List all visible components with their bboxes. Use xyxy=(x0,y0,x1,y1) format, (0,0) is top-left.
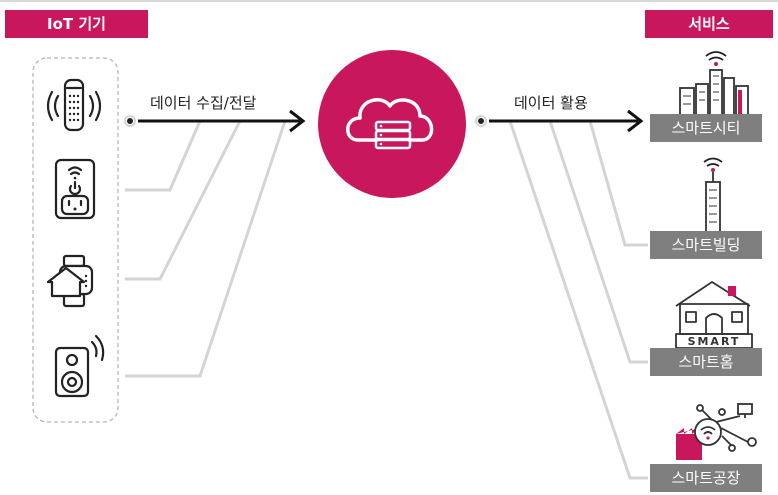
smart-sign-text: SMART xyxy=(688,335,741,348)
service-label-smart-factory: 스마트공장 xyxy=(650,464,762,492)
device-connector-lines xyxy=(125,120,287,378)
service-label-smart-building: 스마트빌딩 xyxy=(650,231,762,259)
server-stack xyxy=(374,120,412,150)
service-label-smart-city: 스마트시티 xyxy=(650,114,762,142)
smart-city-icon xyxy=(672,51,758,117)
collect-arrow xyxy=(124,109,306,133)
services-header: 서비스 xyxy=(645,10,773,38)
top-rule xyxy=(0,0,778,2)
smart-building-icon xyxy=(703,157,723,233)
use-arrow xyxy=(475,109,644,133)
data-collect-label: 데이터 수집/전달 xyxy=(150,94,257,112)
data-use-label: 데이터 활용 xyxy=(514,94,588,112)
cloud-hub xyxy=(318,50,466,198)
smart-speaker-icon xyxy=(46,78,102,132)
smart-plug-icon xyxy=(54,158,96,220)
wireless-speaker-icon xyxy=(54,334,105,398)
cloud-server-icon xyxy=(346,98,434,142)
service-label-smart-home: 스마트홈 xyxy=(650,348,762,376)
smart-watch-home-icon xyxy=(46,254,94,308)
device-panel xyxy=(32,57,119,423)
smart-factory-icon xyxy=(676,403,757,460)
service-connector-lines xyxy=(508,120,648,480)
smart-home-icon xyxy=(675,281,753,349)
iot-devices-header: IoT 기기 xyxy=(5,10,148,38)
